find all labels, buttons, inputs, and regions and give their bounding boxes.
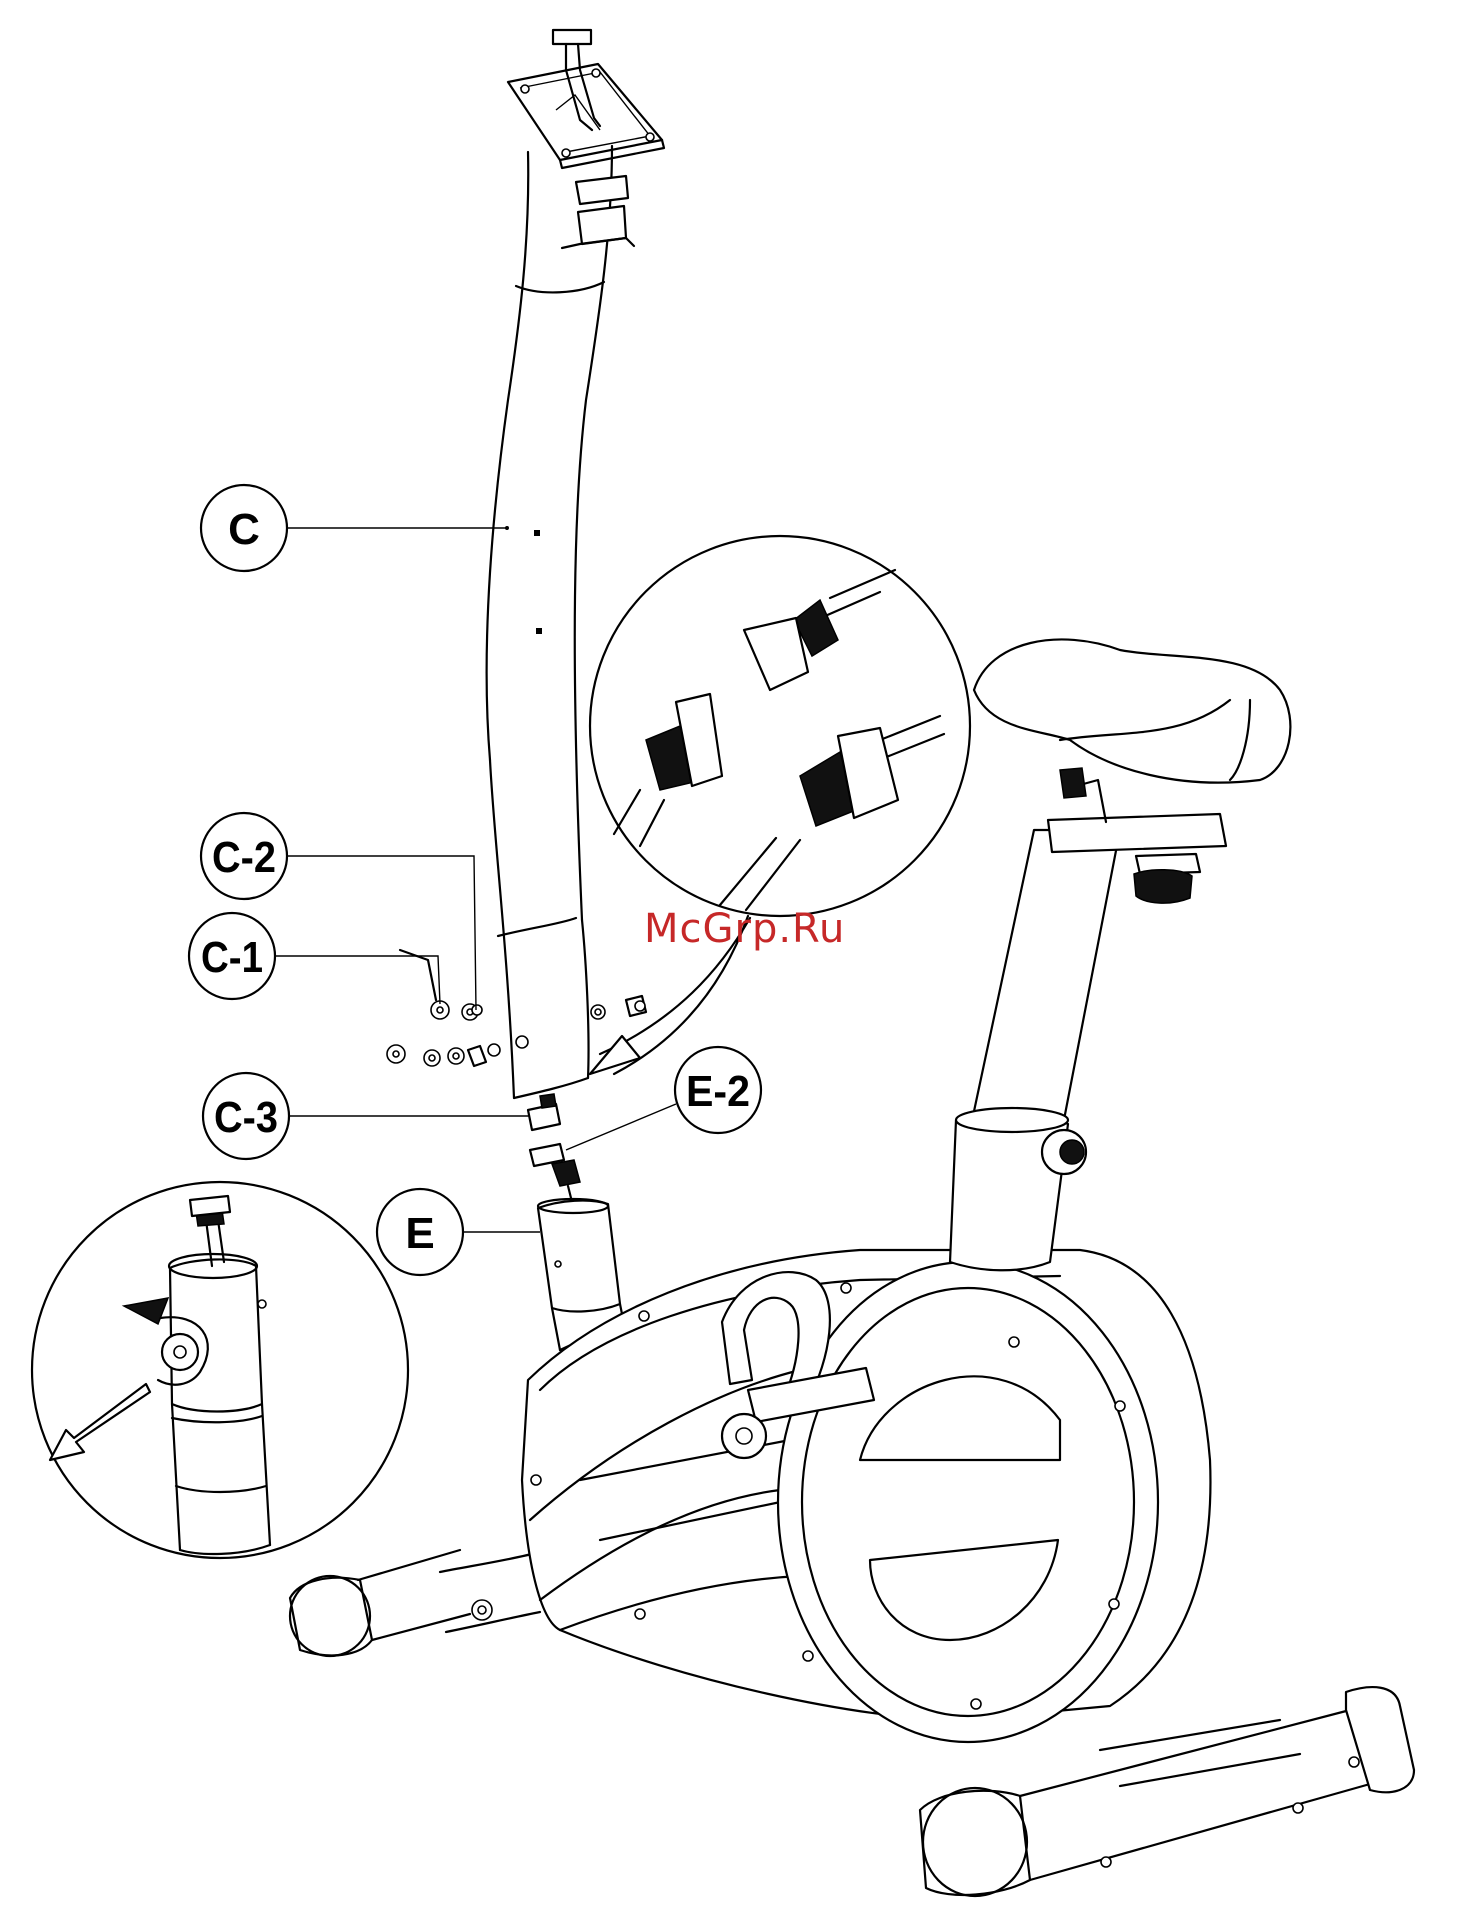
hardware-set <box>387 950 646 1066</box>
wire-connectors <box>528 1094 580 1210</box>
callout-e-2-label: E-2 <box>686 1067 750 1116</box>
callout-c-2-label: C-2 <box>212 833 276 882</box>
tube-twist-detail-circle <box>32 1182 408 1558</box>
callout-c-1-label: C-1 <box>201 933 263 982</box>
routing-arrow-head <box>590 1036 640 1074</box>
handlebar-post-c <box>487 30 664 1098</box>
callout-c-3: C-3 <box>203 1073 289 1159</box>
callout-c-3-label: C-3 <box>214 1093 278 1142</box>
callout-c-1: C-1 <box>189 913 275 999</box>
callout-c: C <box>201 485 287 571</box>
callout-c-2: C-2 <box>201 813 287 899</box>
callout-leaders <box>276 528 676 1232</box>
callout-e-2: E-2 <box>675 1047 761 1133</box>
connector-detail-circle <box>590 536 970 916</box>
watermark: McGrp.Ru <box>644 906 845 952</box>
callout-e: E <box>377 1189 463 1275</box>
callout-e-label: E <box>405 1209 434 1258</box>
callout-c-label: C <box>228 505 260 554</box>
bike-body <box>290 639 1414 1896</box>
